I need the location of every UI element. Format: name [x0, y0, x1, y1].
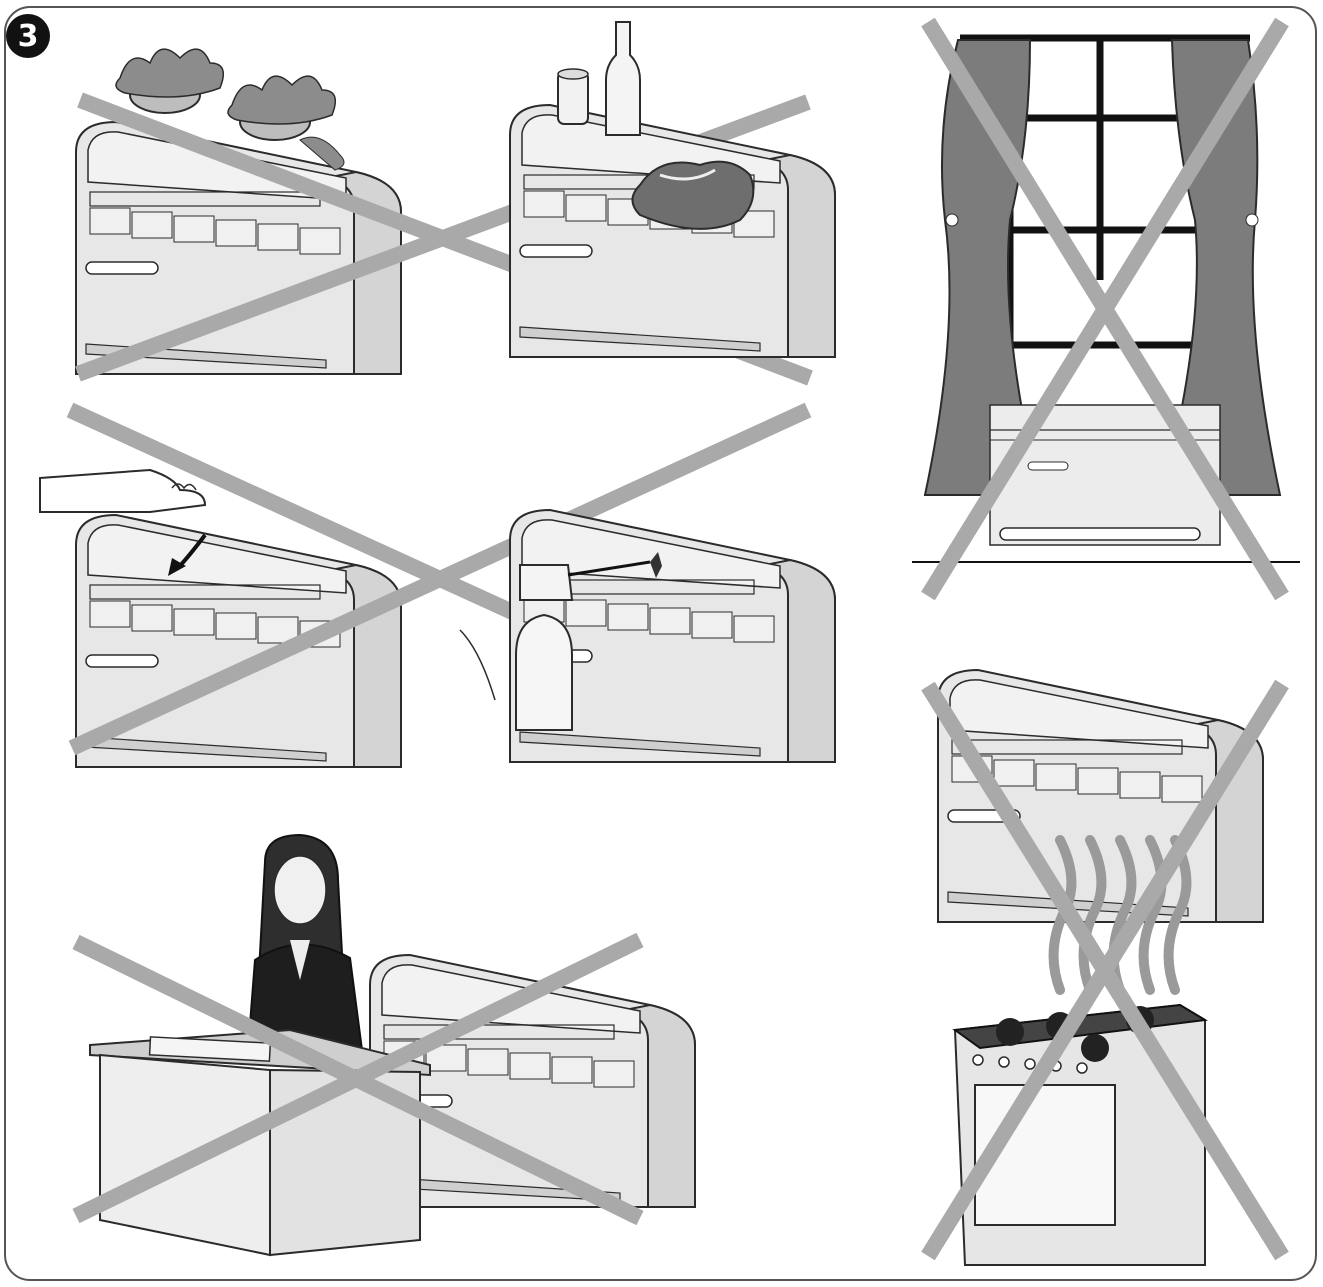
desk-icon — [89, 1028, 431, 1257]
panel-stove-under-unit — [921, 669, 1289, 1266]
potted-plants-icon — [115, 48, 345, 171]
spray-bottle-icon — [515, 552, 662, 731]
figure-number-badge: 3 — [6, 14, 50, 58]
bottle-and-can-icon — [557, 21, 641, 136]
hand-icon — [39, 468, 207, 513]
panel-spray-water — [459, 509, 836, 763]
panel-objects-on-unit — [509, 21, 836, 358]
panel-curtains-near-unit — [912, 17, 1300, 601]
woman-icon — [246, 833, 364, 1051]
gas-stove-icon — [952, 1003, 1209, 1266]
heat-waves-icon — [1048, 835, 1192, 995]
cloth-icon — [631, 160, 755, 230]
panel-person-near-unit — [72, 833, 696, 1257]
